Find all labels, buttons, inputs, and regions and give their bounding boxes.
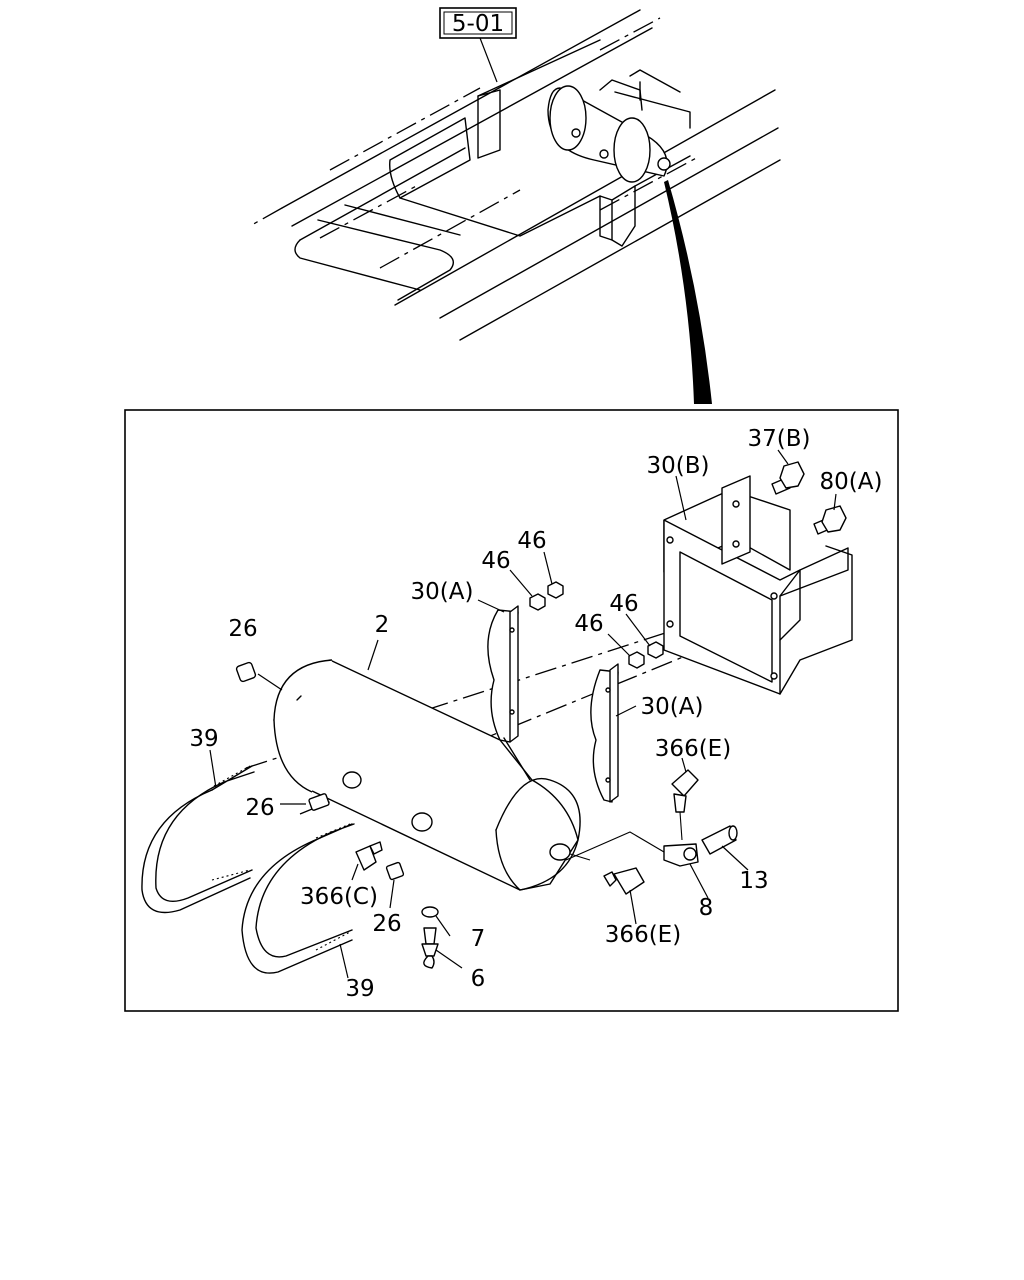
callouts: 26 2 30(A) 46 46 46 46 30(A) 30(B) 37(B)… bbox=[189, 426, 882, 1002]
tank-overview bbox=[547, 69, 691, 183]
callout-30b[interactable]: 30(B) bbox=[647, 453, 710, 479]
detail-pointer bbox=[664, 180, 712, 404]
callout-39-top[interactable]: 39 bbox=[189, 726, 218, 752]
u-bolt-39-bottom bbox=[241, 823, 355, 974]
callout-6[interactable]: 6 bbox=[471, 966, 486, 992]
nut-46-a bbox=[529, 593, 546, 611]
callout-46-d[interactable]: 46 bbox=[609, 591, 638, 617]
plug-26-top bbox=[235, 661, 257, 683]
nut-46-d bbox=[647, 641, 664, 659]
callout-46-c[interactable]: 46 bbox=[574, 611, 603, 637]
bolt-37b bbox=[771, 461, 805, 495]
callout-37b[interactable]: 37(B) bbox=[748, 426, 811, 452]
bolt-80a bbox=[813, 505, 847, 535]
callout-26-low[interactable]: 26 bbox=[372, 911, 401, 937]
callout-366c[interactable]: 366(C) bbox=[300, 884, 378, 910]
callout-7[interactable]: 7 bbox=[471, 926, 486, 952]
callout-26-mid[interactable]: 26 bbox=[245, 795, 274, 821]
reference-box[interactable]: 5-01 bbox=[439, 7, 517, 83]
callout-46-b[interactable]: 46 bbox=[517, 528, 546, 554]
strap-30a-right bbox=[590, 663, 619, 803]
callout-2[interactable]: 2 bbox=[375, 612, 390, 638]
tee-8 bbox=[663, 843, 699, 867]
callout-30a-left[interactable]: 30(A) bbox=[411, 579, 474, 605]
air-tank bbox=[273, 659, 581, 891]
callout-366e-top[interactable]: 366(E) bbox=[655, 736, 731, 762]
reference-label: 5-01 bbox=[452, 11, 504, 37]
elbow-366c bbox=[355, 841, 383, 871]
strap-30a-left bbox=[487, 605, 519, 743]
callout-39-bottom[interactable]: 39 bbox=[345, 976, 374, 1002]
plug-26-mid bbox=[308, 793, 330, 811]
chassis-overview: 5-01 bbox=[249, 7, 781, 404]
nut-46-b bbox=[547, 581, 564, 599]
plug-26-low bbox=[385, 861, 405, 881]
washer-7 bbox=[421, 906, 439, 918]
callout-30a-right[interactable]: 30(A) bbox=[641, 694, 704, 720]
callout-26-top[interactable]: 26 bbox=[228, 616, 257, 642]
detail-frame bbox=[124, 409, 899, 1012]
leaders bbox=[209, 449, 837, 979]
bracket-30b bbox=[663, 475, 853, 695]
elbow-366e-bottom bbox=[603, 867, 645, 895]
callout-366e-bottom[interactable]: 366(E) bbox=[605, 922, 681, 948]
callout-13[interactable]: 13 bbox=[739, 868, 768, 894]
elbow-366e-top bbox=[671, 769, 699, 841]
callout-8[interactable]: 8 bbox=[699, 895, 714, 921]
nut-46-c bbox=[628, 651, 645, 669]
hose-13 bbox=[701, 825, 738, 855]
callout-46-a[interactable]: 46 bbox=[481, 548, 510, 574]
callout-80a[interactable]: 80(A) bbox=[820, 469, 883, 495]
u-bolt-39-top bbox=[141, 765, 255, 914]
drain-valve-6 bbox=[421, 927, 439, 969]
